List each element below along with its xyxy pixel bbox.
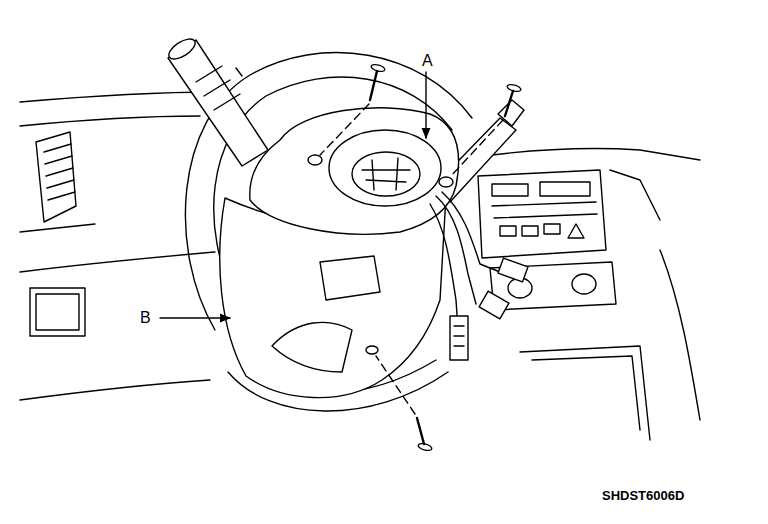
dash-edge bbox=[660, 250, 700, 420]
stalk-bands bbox=[196, 66, 240, 110]
switch-panel bbox=[36, 294, 79, 330]
screw-shank bbox=[417, 418, 424, 444]
dash-edge bbox=[20, 380, 210, 400]
figure-code: SHDST6006D bbox=[600, 488, 686, 503]
shroud-opening bbox=[329, 130, 441, 206]
connector bbox=[450, 316, 468, 360]
leader-arrow bbox=[160, 317, 230, 318]
button bbox=[500, 226, 516, 236]
dashboard bbox=[20, 92, 700, 440]
vent-slats bbox=[44, 144, 75, 200]
clock-spring-detail bbox=[362, 158, 410, 190]
hazard-switch bbox=[568, 224, 584, 238]
screw-hole bbox=[308, 155, 322, 165]
dash-edge bbox=[610, 170, 660, 220]
dash-edge bbox=[20, 116, 200, 126]
shroud-recess bbox=[320, 256, 380, 300]
radio-buttons bbox=[492, 202, 597, 218]
knob bbox=[572, 274, 596, 294]
dash-edge bbox=[20, 92, 215, 102]
radio-display bbox=[540, 182, 590, 196]
screw-shank bbox=[505, 91, 513, 116]
screw-hole bbox=[439, 177, 453, 187]
stalk-mark bbox=[236, 68, 242, 76]
screw-path bbox=[450, 120, 503, 177]
screw-hole bbox=[366, 346, 378, 354]
connector bbox=[498, 258, 528, 282]
connector bbox=[479, 291, 509, 319]
light-switch-stalk bbox=[168, 40, 268, 166]
wiring-harness bbox=[430, 192, 528, 360]
part-label: B bbox=[138, 309, 153, 327]
button bbox=[522, 226, 538, 236]
lower-console bbox=[520, 346, 650, 440]
part-label: A bbox=[420, 52, 435, 70]
shroud-opening bbox=[272, 322, 352, 372]
wire bbox=[442, 192, 500, 272]
wire bbox=[430, 204, 458, 330]
screws bbox=[320, 63, 522, 451]
leader-arrow bbox=[425, 72, 426, 138]
screw-path bbox=[320, 104, 369, 155]
audio-unit bbox=[478, 170, 606, 258]
air-vent bbox=[36, 132, 76, 222]
stalk-end bbox=[166, 35, 199, 63]
upper-shroud bbox=[250, 108, 459, 234]
connector-pins bbox=[454, 326, 464, 346]
button bbox=[544, 224, 560, 234]
screw-path bbox=[376, 356, 415, 414]
wire bbox=[436, 196, 476, 304]
radio-display bbox=[492, 184, 528, 196]
switch-panel bbox=[30, 288, 85, 336]
clock-spring bbox=[352, 152, 420, 196]
screw-shank bbox=[370, 71, 377, 100]
